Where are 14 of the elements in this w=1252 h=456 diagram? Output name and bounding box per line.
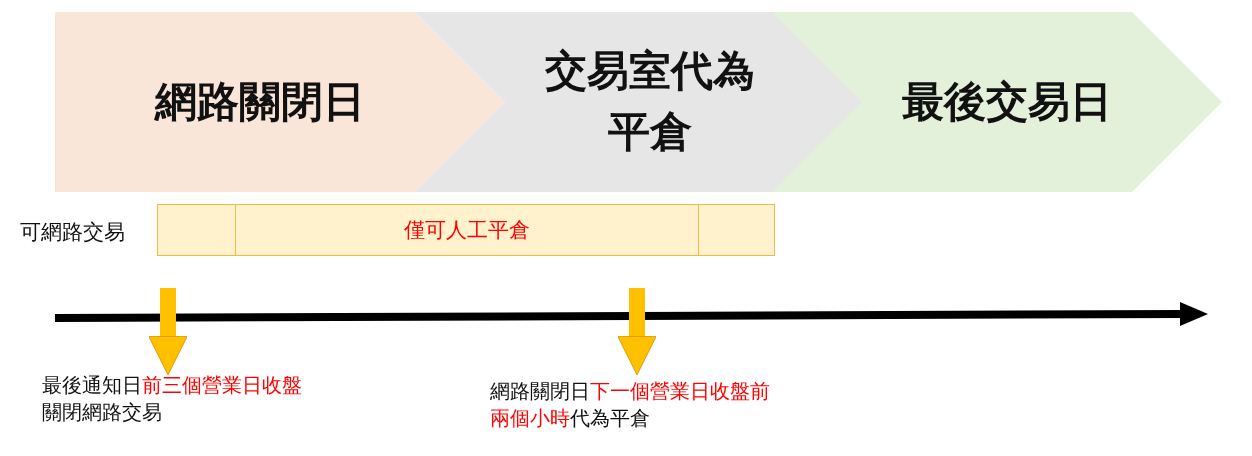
period-bar-segment: [698, 204, 775, 256]
period-label: 可網路交易: [20, 219, 125, 246]
period-bar-segment: [235, 204, 699, 256]
down-arrow: [148, 288, 188, 376]
chevron-shape: [772, 12, 1222, 192]
stage-title: 交易室代為平倉: [544, 45, 756, 158]
chevron-shape: [415, 12, 865, 192]
stage-title: 網路關閉日: [155, 75, 365, 128]
period-bar-segment: [157, 204, 236, 256]
period-label: 僅可人工平倉: [404, 217, 530, 244]
timeline-note: 最後通知日前三個營業日收盤 關閉網路交易: [42, 372, 304, 432]
down-arrow: [617, 288, 657, 376]
stage-title: 最後交易日: [902, 75, 1112, 128]
timeline-note: 網路關閉日下一個營業日收盤前兩個小時代為平倉: [490, 378, 780, 438]
